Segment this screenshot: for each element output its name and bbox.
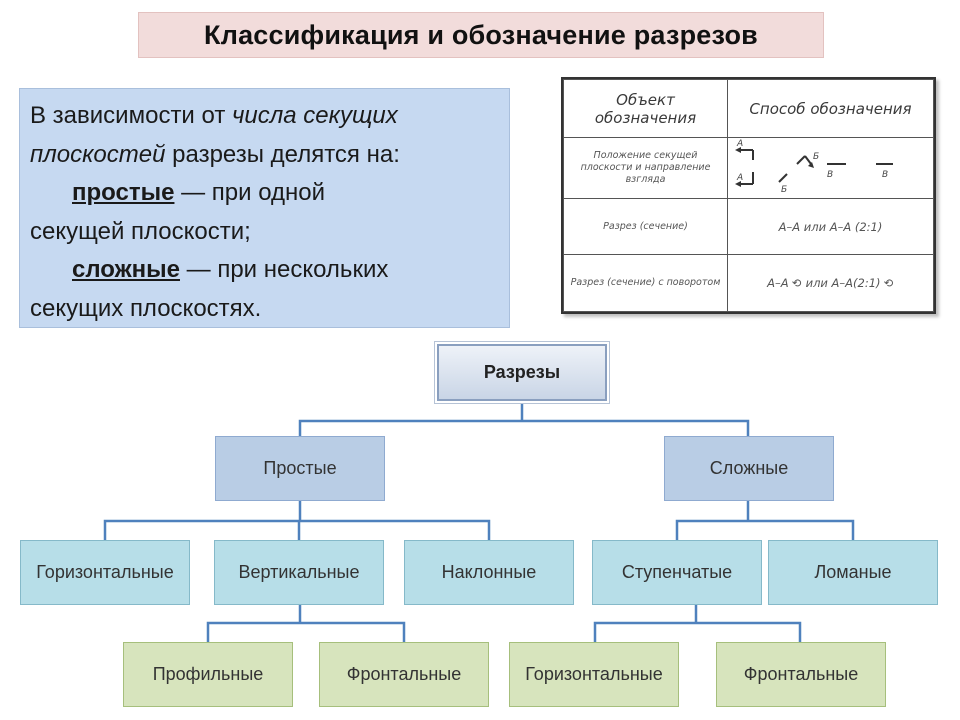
intro-line-simple: простые — при одной — [30, 174, 499, 213]
page-title: Классификация и обозначение разрезов — [204, 19, 758, 50]
intro-line-2: плоскостей разрезы делятся на: — [30, 136, 499, 175]
term-simple: простые — [72, 179, 175, 206]
label-a-top: А — [736, 139, 743, 149]
node-simple-inclined: Наклонные — [404, 540, 574, 605]
connector-line — [206, 621, 406, 642]
term-complex: сложные — [72, 256, 180, 283]
table-cell-method: А–А ⟲ или А–А(2:1) ⟲ — [727, 254, 934, 312]
label-a-bottom: А — [736, 173, 743, 183]
connector-line — [593, 621, 802, 642]
label-b-bottom: Б — [781, 185, 787, 194]
label-v-left: В — [827, 170, 833, 180]
node-root: Разрезы — [434, 341, 610, 404]
node-vertical-frontal: Фронтальные — [319, 642, 489, 707]
cutting-plane-symbols: А А Б Б В В — [727, 137, 934, 199]
intro-emphasis: плоскостей — [30, 140, 166, 168]
node-simple-vertical: Вертикальные — [214, 540, 384, 605]
node-simple-horizontal: Горизонтальные — [20, 540, 190, 605]
connector-line — [298, 419, 750, 436]
intro-line-1: В зависимости от числа секущих — [30, 97, 499, 136]
intro-text: разрезы делятся на: — [165, 140, 400, 168]
node-stepped-frontal: Фронтальные — [716, 642, 886, 707]
node-complex-broken: Ломаные — [768, 540, 938, 605]
intro-text-block: В зависимости от числа секущих плоскосте… — [19, 88, 510, 328]
complex-description: — при нескольких — [179, 256, 389, 283]
table-cell-method: А–А или А–А (2:1) — [727, 198, 934, 255]
table-header-method: Способ обозначения — [727, 79, 934, 138]
intro-line-4: секущей плоскости; — [30, 217, 251, 245]
connector-line — [103, 519, 491, 540]
cutting-plane-diagram: А А Б Б В В — [735, 139, 893, 195]
node-complex-stepped: Ступенчатые — [592, 540, 762, 605]
simple-description: — при одной — [174, 179, 326, 206]
node-vertical-profile: Профильные — [123, 642, 293, 707]
intro-line-6: секущих плоскостях. — [30, 294, 262, 322]
label-v-right: В — [882, 170, 888, 180]
node-simple: Простые — [215, 436, 385, 501]
intro-text: В зависимости от — [30, 102, 232, 129]
title-banner: Классификация и обозначение разрезов — [138, 12, 824, 58]
intro-emphasis: числа секущих — [231, 102, 398, 129]
designation-table: Объект обозначения Способ обозначения По… — [561, 77, 936, 314]
node-stepped-horizontal: Горизонтальные — [509, 642, 679, 707]
label-b-top: Б — [813, 152, 819, 162]
intro-line-complex: сложные — при нескольких — [30, 251, 499, 290]
node-complex: Сложные — [664, 436, 834, 501]
connector-line — [675, 519, 855, 540]
